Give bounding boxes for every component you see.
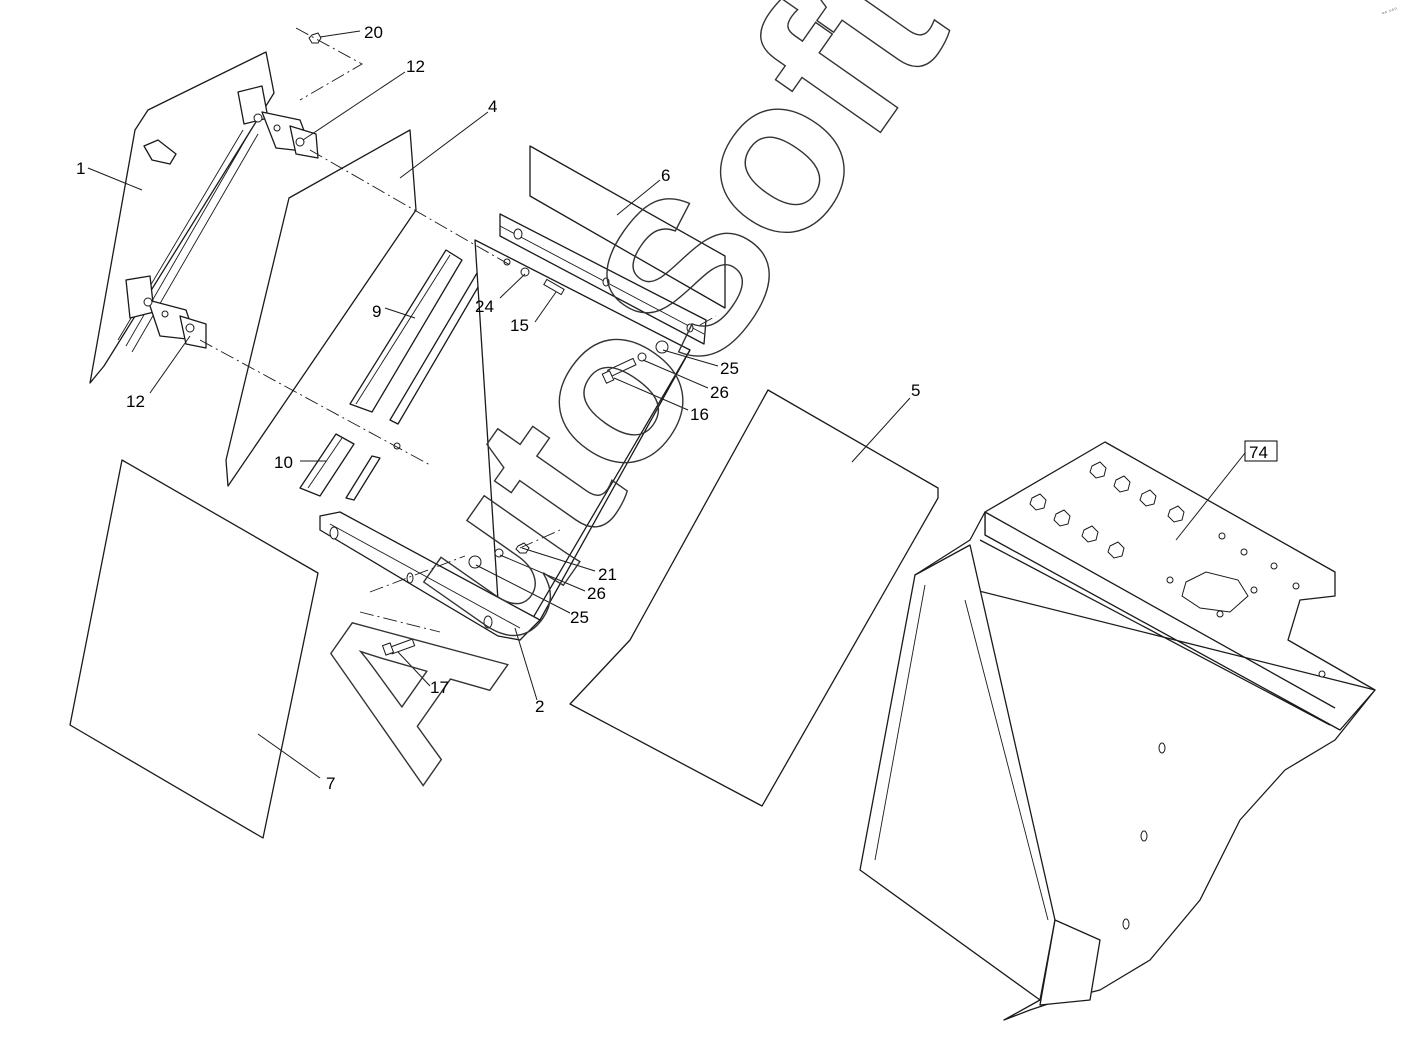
callout-17: 17 bbox=[430, 678, 449, 697]
callout-25-right: 25 bbox=[720, 359, 739, 378]
callout-24: 24 bbox=[475, 297, 494, 316]
part-74-housing bbox=[859, 441, 1376, 1021]
callout-26-bottom: 26 bbox=[587, 584, 606, 603]
callout-21: 21 bbox=[598, 565, 617, 584]
callout-1: 1 bbox=[76, 159, 85, 178]
part-6-plate bbox=[529, 145, 726, 309]
callout-20: 20 bbox=[364, 23, 383, 42]
callout-6: 6 bbox=[661, 166, 670, 185]
part-7-panel bbox=[69, 459, 319, 839]
callout-10: 10 bbox=[274, 453, 293, 472]
callout-74-box bbox=[1244, 440, 1278, 462]
callout-5: 5 bbox=[911, 381, 920, 400]
part-10-strip bbox=[299, 433, 381, 501]
housing-holes bbox=[1029, 461, 1326, 930]
callout-2: 2 bbox=[535, 697, 544, 716]
fasteners bbox=[308, 32, 669, 656]
callout-26-right: 26 bbox=[710, 383, 729, 402]
callout-9: 9 bbox=[372, 302, 381, 321]
upper-angle-bracket bbox=[499, 213, 707, 345]
callout-12-top: 12 bbox=[406, 57, 425, 76]
lower-angle-bracket bbox=[319, 511, 541, 641]
corner-mark: °° °°° bbox=[1381, 6, 1399, 19]
callout-12-bottom: 12 bbox=[126, 392, 145, 411]
callout-15: 15 bbox=[510, 316, 529, 335]
leader-lines bbox=[87, 30, 1246, 779]
part-9-strip bbox=[349, 249, 489, 425]
callout-7: 7 bbox=[326, 774, 335, 793]
part-4-panel bbox=[225, 129, 417, 487]
callout-labels: 20 12 4 1 6 24 9 15 25 5 26 12 16 74 10 … bbox=[76, 6, 1399, 793]
callout-4: 4 bbox=[488, 97, 497, 116]
callout-74: 74 bbox=[1249, 443, 1268, 462]
callout-16: 16 bbox=[690, 405, 709, 424]
part-5-panel bbox=[569, 389, 939, 807]
part-1-side-plate bbox=[89, 51, 319, 384]
callout-25-bottom: 25 bbox=[570, 608, 589, 627]
assembly-centerlines bbox=[199, 27, 717, 633]
